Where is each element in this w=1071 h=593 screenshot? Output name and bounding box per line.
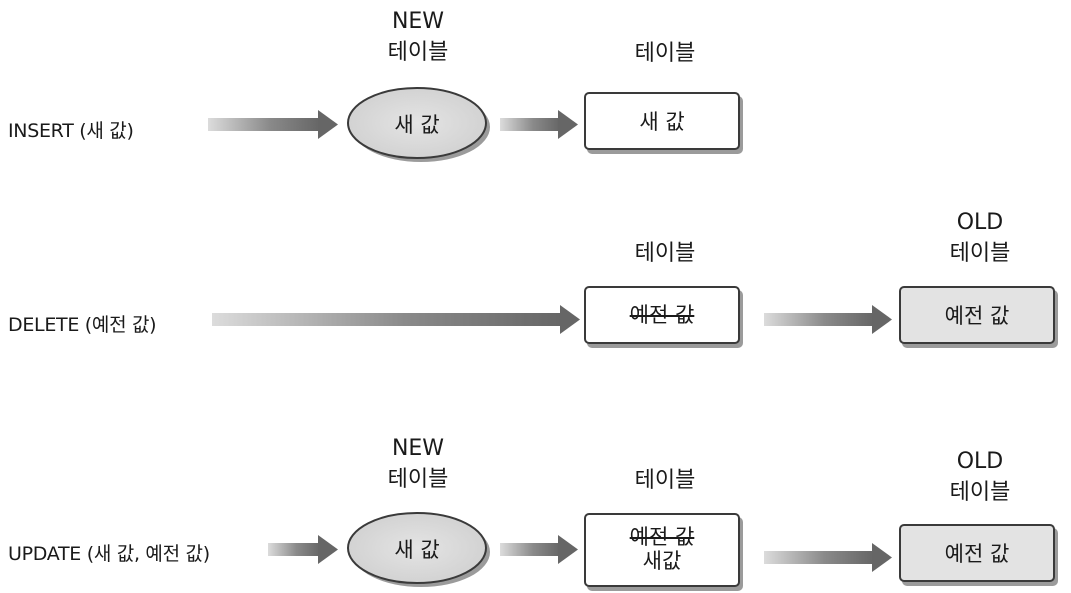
table-caption-text: 테이블: [634, 241, 696, 266]
new-table-caption-insert: NEW 테이블: [370, 6, 466, 68]
new-caption-line1: NEW: [391, 436, 445, 461]
old-table-box-delete: 예전 값: [899, 286, 1055, 344]
new-caption-line2: 테이블: [387, 40, 449, 65]
row-label-update: UPDATE (새 값, 예전 값): [8, 543, 210, 565]
old-table-caption-update: OLD 테이블: [925, 446, 1035, 508]
table-caption-delete: 테이블: [610, 238, 720, 269]
table-caption-text: 테이블: [634, 468, 696, 493]
old-table-box-update: 예전 값: [899, 524, 1055, 582]
old-caption-line2: 테이블: [949, 241, 1011, 266]
new-table-caption-update: NEW 테이블: [370, 433, 466, 495]
ellipse-shape-update: [347, 512, 490, 587]
old-caption-line1: OLD: [956, 449, 1004, 474]
new-caption-line2: 테이블: [387, 467, 449, 492]
old-value-delete: 예전 값: [944, 304, 1010, 328]
arrow-delete-to-table: [212, 305, 580, 334]
table-value-deleted: 예전 값: [629, 303, 695, 327]
arrow-update-to-new: [268, 535, 338, 564]
table-box-delete: 예전 값: [584, 286, 740, 344]
arrow-table-to-old-delete: [764, 305, 892, 334]
table-caption-insert: 테이블: [610, 38, 720, 69]
row-label-insert: INSERT (새 값): [8, 120, 134, 142]
arrow-new-to-table-update: [500, 535, 578, 564]
table-box-insert: 새 값: [584, 92, 740, 150]
table-caption-text: 테이블: [634, 41, 696, 66]
new-value-insert: 새 값: [394, 113, 440, 137]
table-value-insert: 새 값: [639, 110, 685, 134]
new-caption-line1: NEW: [391, 9, 445, 34]
old-caption-line2: 테이블: [949, 480, 1011, 505]
arrow-insert-to-new: [208, 110, 338, 139]
table-caption-update: 테이블: [610, 465, 720, 496]
table-old-value-update: 예전 값: [629, 525, 695, 549]
old-table-caption-delete: OLD 테이블: [925, 207, 1035, 269]
arrow-table-to-old-update: [764, 543, 892, 572]
ellipse-shape-insert: [347, 87, 490, 162]
old-caption-line1: OLD: [956, 210, 1004, 235]
old-value-update: 예전 값: [944, 542, 1010, 566]
arrow-new-to-table-insert: [500, 110, 578, 139]
table-box-update: 예전 값 새값: [584, 513, 740, 587]
new-value-update: 새 값: [394, 538, 440, 562]
row-label-delete: DELETE (예전 값): [8, 314, 157, 336]
table-new-value-update: 새값: [642, 549, 682, 573]
